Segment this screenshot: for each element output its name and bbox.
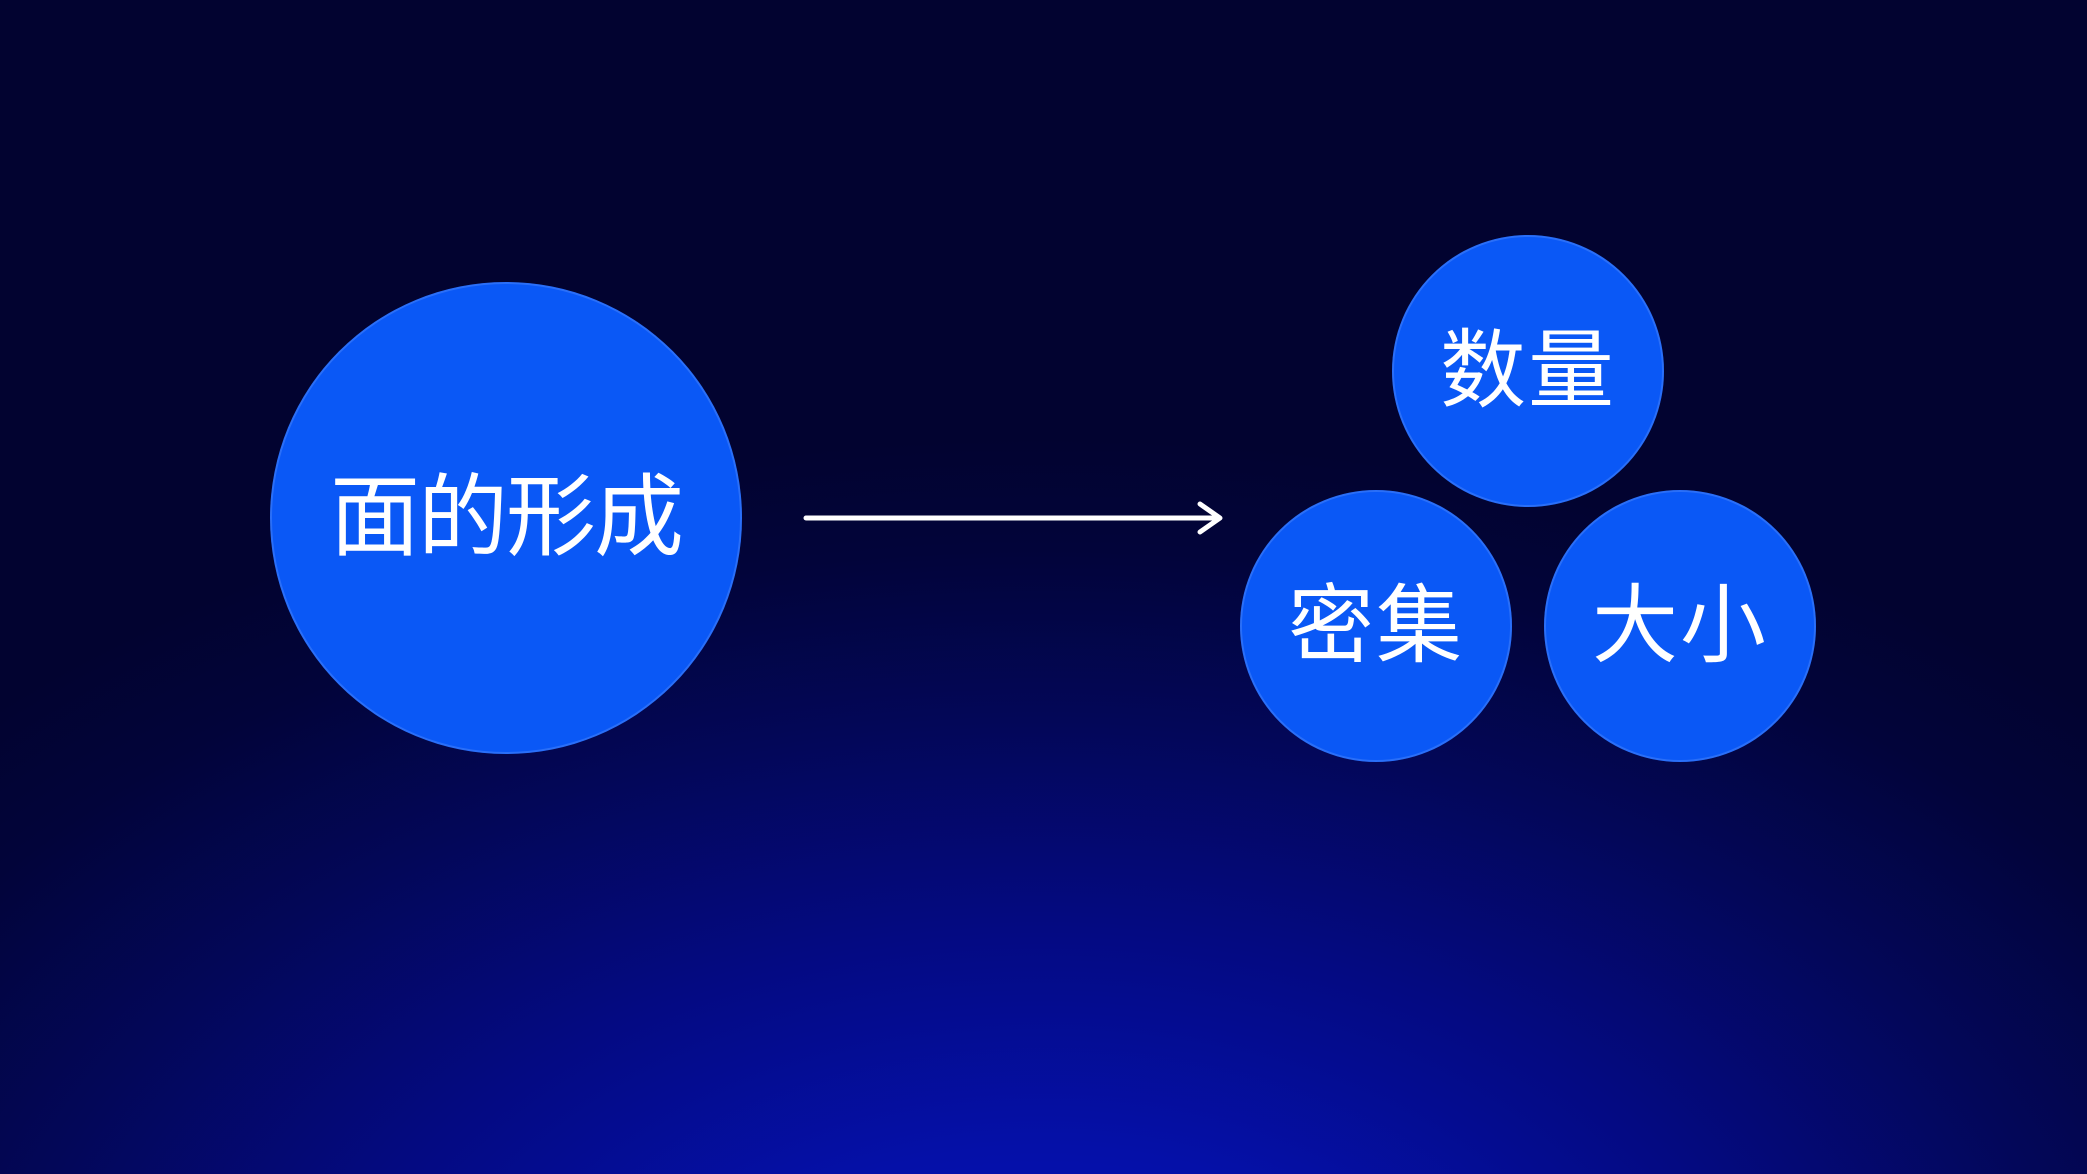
main-concept-circle: 面的形成 (270, 282, 742, 754)
factor-circle-density: 密集 (1240, 490, 1512, 762)
factor-label-size: 大小 (1592, 576, 1768, 676)
factor-circle-quantity: 数量 (1392, 235, 1664, 507)
factor-label-quantity: 数量 (1440, 321, 1616, 421)
right-arrow (803, 501, 1223, 535)
main-concept-label: 面的形成 (330, 465, 684, 570)
factor-circle-size: 大小 (1544, 490, 1816, 762)
factor-label-density: 密集 (1288, 576, 1464, 676)
